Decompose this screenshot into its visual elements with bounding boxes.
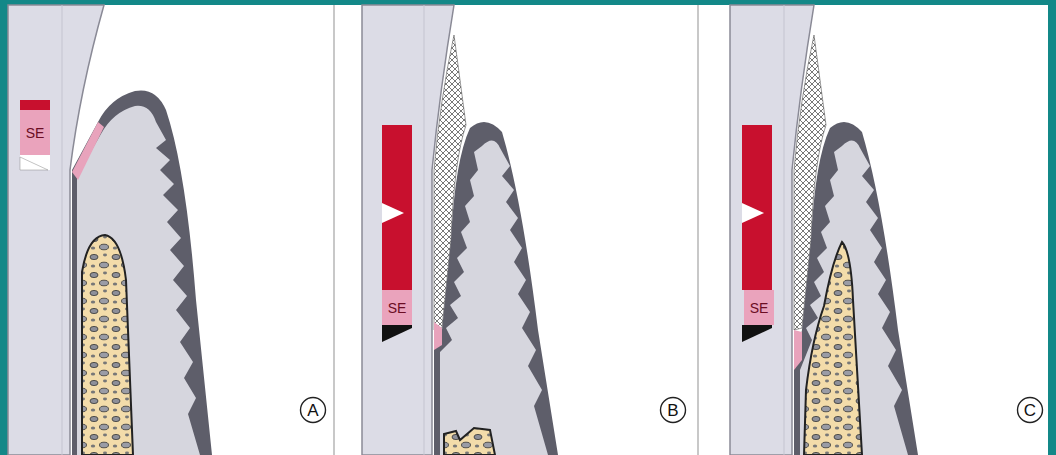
- tissue-label: SE: [26, 126, 45, 140]
- panel-a: [8, 5, 212, 455]
- panel-c: [730, 5, 918, 455]
- probe-bar: [742, 125, 772, 290]
- alveolar-bone: [82, 235, 133, 455]
- alveolar-bone: [804, 242, 862, 455]
- epithelium-label-box: SE: [382, 290, 412, 325]
- gingiva-epithelium: [794, 122, 918, 455]
- panel-background: [8, 5, 1048, 455]
- epithelium-label-box: SE: [744, 290, 774, 325]
- circle-outline: [301, 398, 326, 423]
- probe-tip: [382, 325, 412, 342]
- panel-divider: [333, 5, 335, 455]
- alveolar-bone: [444, 428, 495, 455]
- probe-marker: [382, 203, 404, 223]
- panel-letter: C: [1024, 402, 1036, 419]
- panel-letter-circle: A: [299, 396, 327, 424]
- panel-letter-circle: C: [1016, 396, 1044, 424]
- connective-tissue: [440, 140, 548, 455]
- panel-b: [362, 5, 558, 455]
- tooth-line: [784, 5, 785, 455]
- junctional-epithelium: [434, 322, 442, 350]
- tissue-label: SE: [750, 301, 769, 315]
- gingiva-epithelium: [72, 90, 212, 455]
- tooth-line: [424, 5, 425, 455]
- tooth-line: [62, 5, 63, 455]
- junctional-epithelium: [794, 330, 802, 370]
- probe-bar: [20, 155, 50, 170]
- panel-letter: A: [307, 402, 318, 419]
- probe-tip: [742, 325, 772, 342]
- panel-letter-circle: B: [659, 396, 687, 424]
- panel-divider: [697, 5, 699, 455]
- connective-tissue: [800, 140, 908, 455]
- junctional-epithelium: [72, 122, 104, 180]
- circle-outline: [661, 398, 686, 423]
- epithelium-label-box: SE: [20, 110, 50, 155]
- circle-outline: [1018, 398, 1043, 423]
- tissue-label: SE: [388, 301, 407, 315]
- probe-bar: [20, 100, 50, 110]
- gingiva-epithelium: [434, 122, 558, 455]
- probe-marker: [742, 203, 764, 223]
- probe-marker: [20, 157, 48, 170]
- probe-bar: [382, 125, 412, 290]
- connective-tissue: [77, 106, 200, 455]
- panel-letter: B: [667, 402, 678, 419]
